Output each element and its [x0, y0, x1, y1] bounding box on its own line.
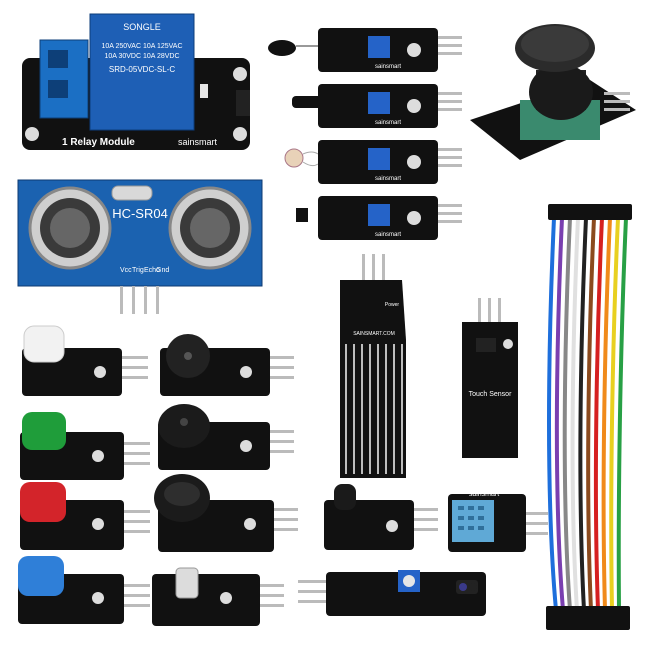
dht-sensor-board: sainsmart [448, 491, 548, 552]
buzzer-board-1 [160, 334, 294, 396]
water-sensor-power: Power [385, 302, 400, 308]
sensor-board-1-maker: sainsmart [375, 64, 401, 70]
touch-sensor-label: Touch Sensor [469, 391, 512, 398]
ultrasonic-pin-trig: Trig [132, 267, 144, 274]
relay-title: 1 Relay Module [62, 137, 135, 148]
button-board-white [22, 325, 148, 396]
ultrasonic-pin-echo: Echo [144, 267, 160, 274]
button-board-green [20, 412, 150, 480]
relay-brand: SONGLE [123, 22, 161, 32]
ultrasonic-pin-gnd: Gnd [156, 267, 169, 274]
relay-module: SONGLE 10A 250VAC 10A 125VAC 10A 30VDC 1… [22, 13, 250, 150]
sensor-board-4-maker: sainsmart [375, 232, 401, 238]
sensor-board-2-maker: sainsmart [375, 120, 401, 126]
sensor-board-light: sainsmart [284, 140, 462, 184]
sensor-board-temp: sainsmart [296, 196, 462, 240]
relay-maker: sainsmart [178, 137, 218, 147]
relay-spec-2: 10A 30VDC 10A 28VDC [104, 53, 179, 60]
ultrasonic-sensor: HC-SR04 Vcc Trig Echo Gnd [17, 179, 263, 314]
tilt-sensor-board [152, 567, 284, 626]
sensor-board-flame: sainsmart [292, 84, 462, 128]
button-board-blue [18, 556, 150, 624]
ultrasonic-model: HC-SR04 [112, 206, 168, 221]
water-level-sensor: SAINSMART.COM Power [340, 254, 406, 478]
sensor-board-ir: sainsmart [268, 28, 462, 72]
line-tracking-board [298, 570, 486, 616]
sensor-board-3-maker: sainsmart [375, 176, 401, 182]
jumper-wire-connectors [546, 204, 632, 630]
ir-receiver-board [324, 484, 438, 550]
ultrasonic-pin-vcc: Vcc [120, 267, 132, 274]
relay-spec-1: 10A 250VAC 10A 125VAC [101, 43, 182, 50]
buzzer-board-3 [154, 474, 298, 552]
relay-model: SRD-05VDC-SL-C [109, 65, 175, 74]
touch-sensor: Touch Sensor [462, 298, 518, 458]
button-board-red [20, 482, 150, 550]
joystick-module [470, 24, 636, 160]
buzzer-board-2 [158, 404, 294, 470]
water-sensor-maker: SAINSMART.COM [353, 331, 395, 337]
jumper-wires [547, 217, 628, 611]
dht-board-maker: sainsmart [469, 491, 499, 498]
